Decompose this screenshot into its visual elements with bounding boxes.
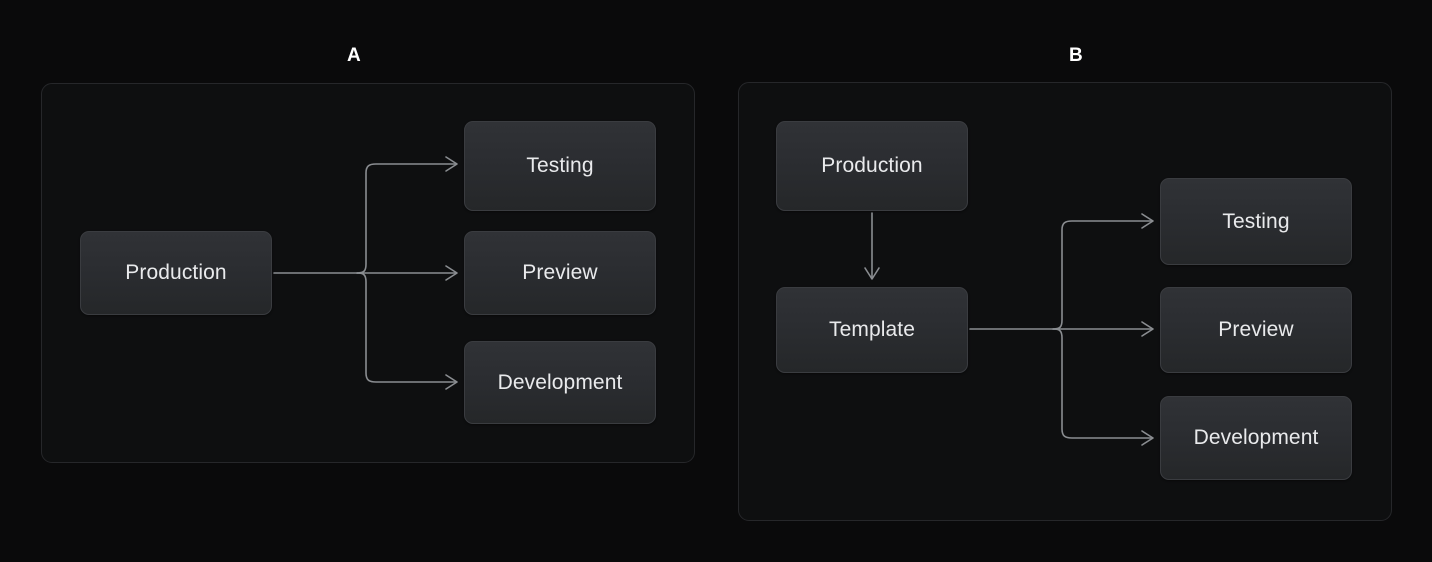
node-b-development[interactable]: Development [1160,396,1352,480]
panel-a-label: A [346,45,362,66]
node-b-template[interactable]: Template [776,287,968,373]
node-b-production[interactable]: Production [776,121,968,211]
node-a-preview[interactable]: Preview [464,231,656,315]
node-b-preview[interactable]: Preview [1160,287,1352,373]
node-a-testing[interactable]: Testing [464,121,656,211]
node-a-production[interactable]: Production [80,231,272,315]
panel-b-label: B [1068,45,1084,66]
node-a-development[interactable]: Development [464,341,656,424]
node-b-testing[interactable]: Testing [1160,178,1352,265]
